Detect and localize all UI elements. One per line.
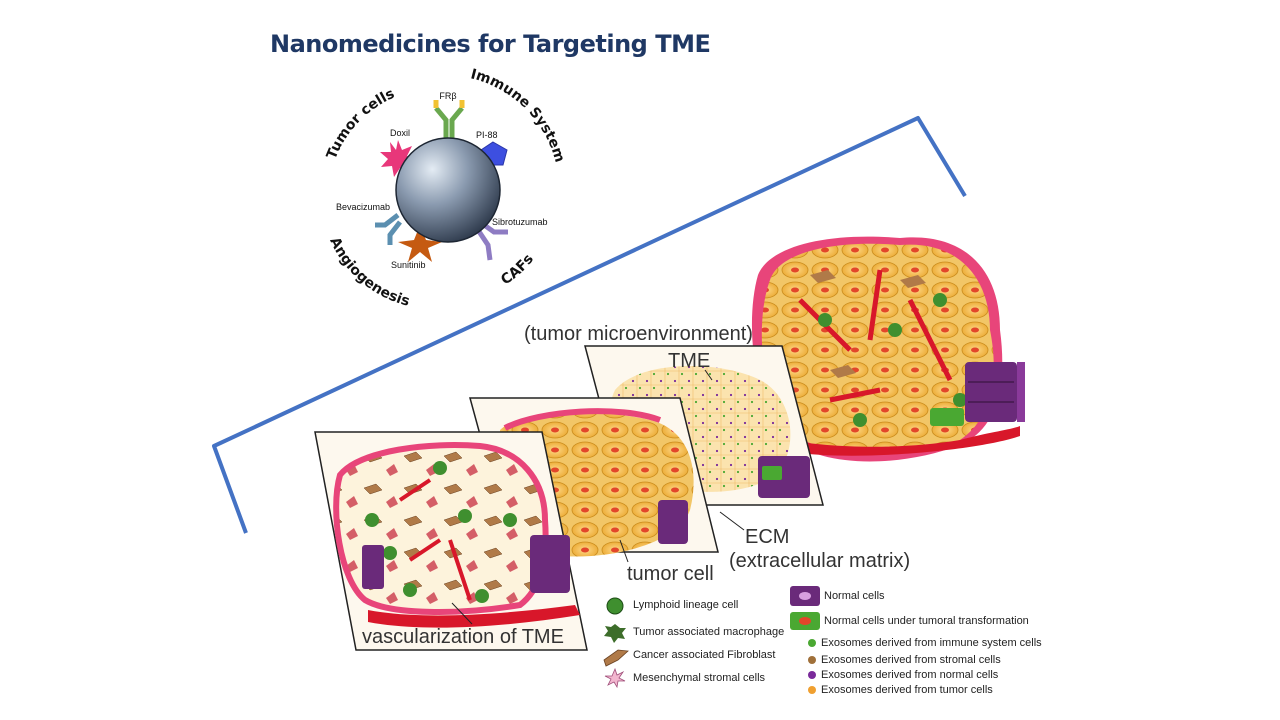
- arc-label-tumor-cells: Tumor cells: [324, 86, 397, 162]
- label-frb: FRβ: [439, 91, 456, 101]
- page-title: Nanomedicines for Targeting TME: [270, 30, 711, 58]
- legend-item-macrophage: Tumor associated macrophage: [633, 626, 785, 638]
- label-tme: TME: [668, 350, 710, 372]
- legend-item-exosome-immune: Exosomes derived from immune system cell…: [821, 637, 1042, 649]
- legend-item-stromal: Mesenchymal stromal cells: [633, 672, 766, 684]
- legend-icons-left: [603, 597, 629, 689]
- legend-item-exosome-stromal: Exosomes derived from stromal cells: [821, 654, 1001, 666]
- lymphoid-cell-icon: [606, 597, 624, 615]
- legend-item-fibroblast: Cancer associated Fibroblast: [633, 649, 776, 661]
- label-extracellular-matrix: (extracellular matrix): [729, 550, 910, 572]
- nanoparticle-group: Tumor cells Immune System CAFs Angiogene…: [324, 66, 568, 309]
- label-doxil: Doxil: [390, 128, 410, 138]
- exosome-immune-icon: [808, 639, 816, 647]
- label-sibrotuzumab: Sibrotuzumab: [492, 217, 548, 227]
- label-bevacizumab: Bevacizumab: [336, 202, 390, 212]
- stromal-cell-icon: [604, 667, 626, 689]
- exosome-stromal-icon: [808, 656, 816, 664]
- exosome-tumor-icon: [808, 686, 816, 694]
- ecm-pointer: [719, 511, 745, 531]
- arc-label-angiogenesis: Angiogenesis: [326, 235, 411, 310]
- legend-icons-right: [790, 586, 820, 694]
- label-tumor-microenvironment: (tumor microenvironment): [524, 323, 753, 345]
- legend-item-exosome-normal: Exosomes derived from normal cells: [821, 669, 999, 681]
- label-ecm: ECM: [745, 526, 789, 548]
- label-tumor-cell: tumor cell: [627, 563, 714, 585]
- panel-vascularization: [314, 431, 588, 651]
- macrophage-icon: [604, 624, 626, 643]
- arc-label-cafs: CAFs: [498, 251, 537, 288]
- doxil-star-icon: [380, 140, 417, 177]
- bevacizumab-antibody-icon: [375, 213, 402, 245]
- nanoparticle-sphere: [395, 137, 501, 243]
- tme-pointer: [704, 369, 713, 381]
- label-sunitinib: Sunitinib: [391, 260, 426, 270]
- panel1-immune-cells: [365, 461, 517, 603]
- fibroblast-icon: [603, 649, 629, 667]
- tumor-cell-pointer: [619, 539, 629, 563]
- vascularization-pointer: [451, 602, 473, 625]
- legend-item-transforming-cells: Normal cells under tumoral transformatio…: [824, 615, 1029, 627]
- label-pi88: PI-88: [476, 130, 498, 140]
- legend-item-normal-cells: Normal cells: [824, 590, 885, 602]
- exosome-normal-icon: [808, 671, 816, 679]
- label-vascularization: vascularization of TME: [362, 626, 564, 648]
- frb-antibody-icon: [433, 100, 465, 140]
- sunitinib-star-icon: [398, 225, 442, 262]
- legend-item-lymphoid: Lymphoid lineage cell: [633, 599, 739, 611]
- bracket-line: [212, 116, 967, 534]
- tumor-mass: [751, 236, 1025, 462]
- legend-item-exosome-tumor: Exosomes derived from tumor cells: [821, 684, 993, 696]
